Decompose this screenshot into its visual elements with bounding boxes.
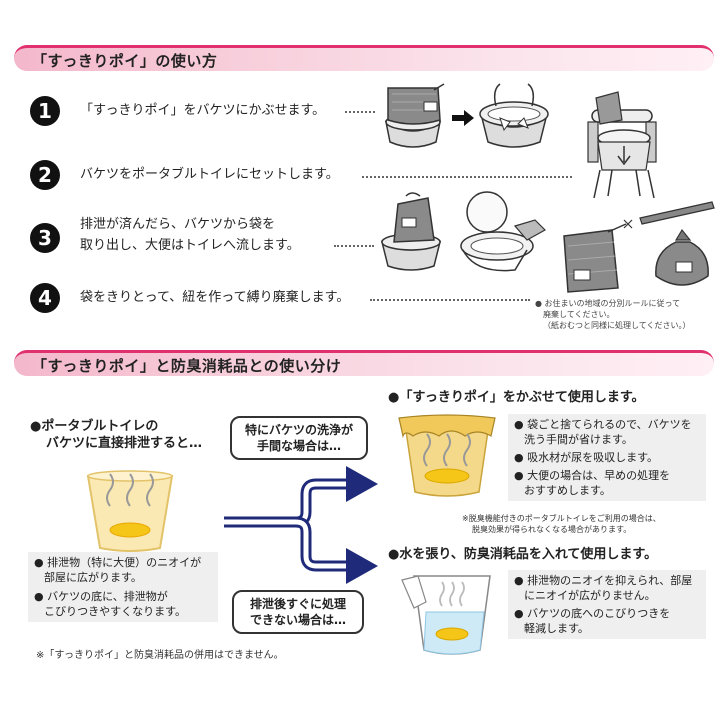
note-line: ※脱臭機能付きのポータブルトイレをご利用の場合は、 [462,514,661,523]
right-top-heading: ●「すっきりポイ」をかぶせて使用します。 [388,390,645,405]
bag-on-bucket-illustration [479,83,549,148]
step-text: バケツをポータブルトイレにセットします。 [80,167,339,182]
bucket-with-water-illustration [401,575,491,655]
callout-line: できない場合は… [249,613,346,627]
open-bucket-odor-illustration [86,470,174,552]
right-bottom-points: ● 排泄物のニオイを抑えられ、部屋 にニオイが広がりません。 ● バケツの底への… [508,570,706,639]
point-line: ● 大便の場合は、早めの処理を [514,469,671,482]
point-line: ● 排泄物のニオイを抑えられ、部屋 [514,574,693,587]
point-line: ● バケツの底に、排泄物が [34,590,168,603]
branch-arrows [224,466,378,584]
step-3: 3 排泄が済んだら、バケツから袋を 取り出し、大便はトイレへ流します。 [30,215,370,259]
callout-washing-trouble: 特にバケツの洗浄が 手間な場合は… [230,416,368,460]
dotted-leader [334,245,374,247]
point-line: 洗う手間が省けます。 [524,433,633,446]
step-text-line-2: 取り出し、大便はトイレへ流します。 [80,238,300,253]
step4-note: ● お住まいの地域の分別ルールに従って 廃棄してください。 （紙おむつと同様に処… [535,298,691,331]
remove-bag-illustration [380,192,442,271]
point-line: にニオイが広がりません。 [524,589,656,602]
heading-line: バケツに直接排泄すると… [46,436,203,451]
note-line: ● お住まいの地域の分別ルールに従って [535,299,681,308]
callout-cannot-dispose: 排泄後すぐに処理 できない場合は… [232,590,364,634]
point-line: 部屋に広がります。 [44,571,142,584]
arrow-right-icon [452,110,474,126]
note-line: 脱臭効果が得られなくなる場合があります。 [472,525,632,534]
note-line: （紙おむつと同様に処理してください。） [543,321,691,330]
point-line: ● バケツの底へのこびりつきを [514,607,671,620]
flush-toilet-illustration [460,191,546,272]
point-line: おすすめします。 [524,484,611,497]
right-top-note: ※脱臭機能付きのポータブルトイレをご利用の場合は、 脱臭効果が得られなくなる場合… [462,513,661,535]
dotted-leader [370,299,530,301]
section2-header: 「すっきりポイ」と防臭消耗品との使い分け [14,350,714,376]
note-line: 廃棄してください。 [543,310,615,319]
callout-line: 特にバケツの洗浄が [244,423,353,437]
point-line: ● 吸水材が尿を吸収します。 [514,451,658,464]
step-number: 3 [30,223,60,253]
left-points: ● 排泄物（特に大便）のニオイが 部屋に広がります。 ● バケツの底に、排泄物が… [28,552,218,622]
dotted-leader [345,111,375,113]
callout-line: 排泄後すぐに処理 [249,597,346,611]
left-heading: ●ポータブルトイレの バケツに直接排泄すると… [30,418,202,452]
step-4: 4 袋をきりとって、紐を作って縛り廃棄します。 [30,283,370,317]
heading-line: ●ポータブルトイレの [30,419,159,434]
section1-header: 「すっきりポイ」の使い方 [14,45,714,71]
step-number: 1 [30,96,60,126]
step-text-line-1: 排泄が済んだら、バケツから袋を [80,217,276,232]
bucket-with-bag-illustration [398,414,496,497]
section2-title: 「すっきりポイ」と防臭消耗品との使い分け [32,357,342,375]
right-top-points: ● 袋ごと捨てられるので、バケツを 洗う手間が省けます。 ● 吸水材が尿を吸収し… [508,414,706,501]
step-1: 1 「すっきりポイ」をバケツにかぶせます。 [30,96,370,130]
section1-title: 「すっきりポイ」の使い方 [32,52,218,70]
point-line: ● 排泄物（特に大便）のニオイが [34,556,202,569]
portable-toilet-illustration [587,91,657,199]
step-text: 「すっきりポイ」をバケツにかぶせます。 [80,103,326,118]
tied-bag-illustration [639,201,715,286]
callout-line: 手間な場合は… [256,439,341,453]
step-text: 袋をきりとって、紐を作って縛り廃棄します。 [80,290,350,305]
step-number: 2 [30,160,60,190]
point-line: 軽減します。 [524,622,589,635]
dotted-leader [362,176,572,178]
step-2: 2 バケツをポータブルトイレにセットします。 [30,160,370,194]
bag-over-bucket-illustration [384,83,445,148]
point-line: ● 袋ごと捨てられるので、バケツを [514,418,692,431]
point-line: こびりつきやすくなります。 [44,605,187,618]
footnote: ※「すっきりポイ」と防臭消耗品の併用はできません。 [36,650,284,661]
cut-bag-illustration [563,219,633,293]
right-bottom-heading: ●水を張り、防臭消耗品を入れて使用します。 [388,547,658,562]
step-number: 4 [30,283,60,313]
